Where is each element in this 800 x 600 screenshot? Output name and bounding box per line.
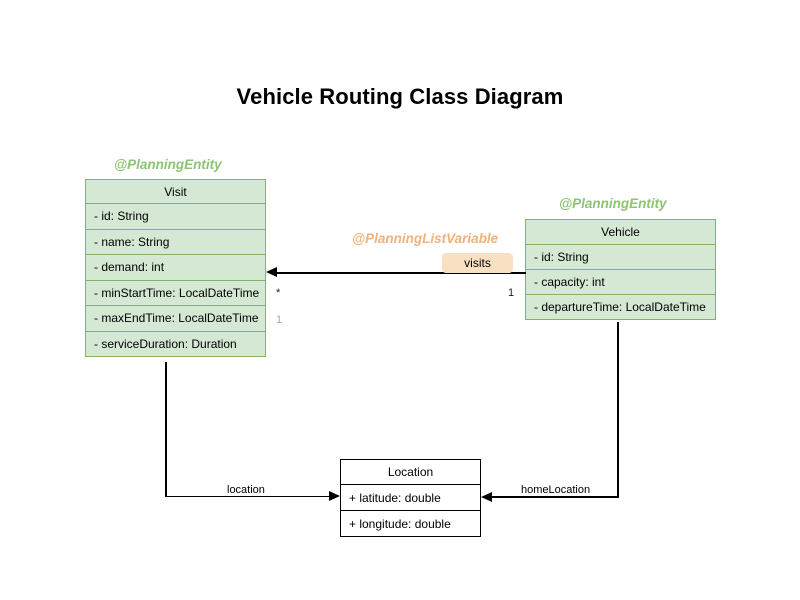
visit-stereotype-label: @PlanningEntity (114, 157, 222, 172)
visit-attribute-id: - id: String (85, 203, 266, 230)
visit-attribute-service-duration: - serviceDuration: Duration (85, 330, 266, 357)
visit-attribute-min-start-time: - minStartTime: LocalDateTime (85, 279, 266, 306)
visits-association-line (277, 272, 526, 274)
visit-class-name: Visit (85, 179, 266, 204)
visits-role-label: visits (442, 253, 513, 273)
visit-attribute-name: - name: String (85, 228, 266, 255)
vehicle-attribute-capacity: - capacity: int (525, 269, 716, 295)
visits-target-multiplicity: * (276, 287, 281, 299)
visit-attribute-max-end-time: - maxEndTime: LocalDateTime (85, 305, 266, 332)
home-location-arrowhead-icon (481, 491, 492, 502)
visits-target-secondary-multiplicity: 1 (276, 314, 283, 326)
class-box-visit[interactable]: Visit - id: String - name: String - dema… (85, 179, 266, 357)
location-arrowhead-icon (329, 491, 340, 501)
vehicle-attribute-departure-time: - departureTime: LocalDateTime (525, 294, 716, 320)
home-location-association-line-horizontal (491, 496, 619, 498)
location-attribute-longitude: + longitude: double (340, 510, 481, 537)
location-attribute-latitude: + latitude: double (340, 484, 481, 511)
vehicle-attribute-id: - id: String (525, 244, 716, 270)
vehicle-stereotype-label: @PlanningEntity (559, 196, 667, 211)
location-role-label: location (224, 484, 268, 496)
location-class-name: Location (340, 459, 481, 485)
page-title: Vehicle Routing Class Diagram (236, 84, 564, 109)
location-association-line-horizontal (165, 495, 330, 498)
visits-source-multiplicity: 1 (508, 287, 515, 299)
visits-arrowhead-icon (266, 267, 277, 277)
visits-stereotype-label: @PlanningListVariable (352, 231, 499, 246)
home-location-association-line-vertical (617, 322, 619, 497)
location-association-line-vertical (165, 362, 167, 497)
class-box-location[interactable]: Location + latitude: double + longitude:… (340, 459, 481, 537)
class-box-vehicle[interactable]: Vehicle - id: String - capacity: int - d… (525, 219, 716, 320)
home-location-role-label: homeLocation (518, 484, 594, 496)
vehicle-class-name: Vehicle (525, 219, 716, 245)
visit-attribute-demand: - demand: int (85, 254, 266, 281)
